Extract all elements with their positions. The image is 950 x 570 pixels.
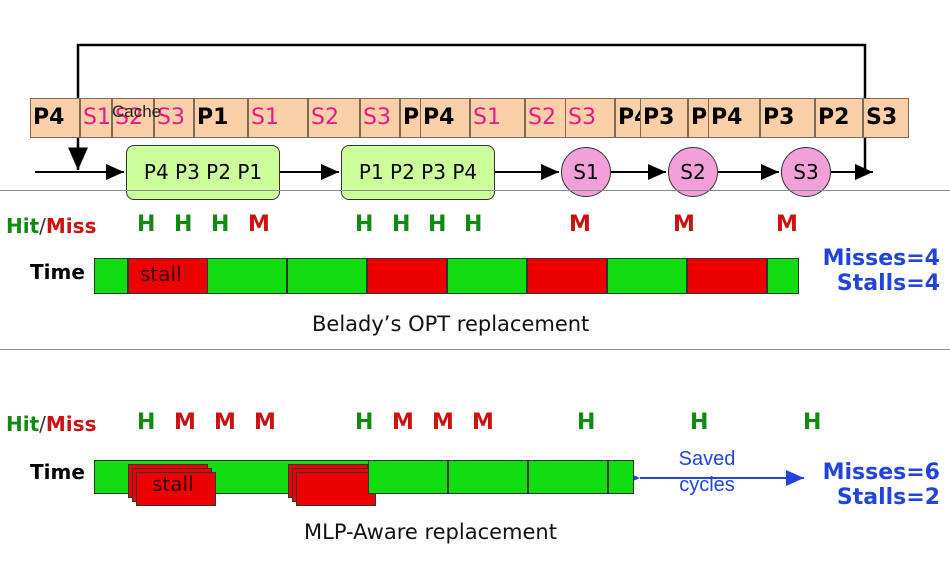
separator-top	[0, 190, 950, 191]
mlp-stall-label: stall	[152, 472, 194, 496]
mlp-segment	[608, 460, 634, 494]
opt-letter: M	[776, 212, 798, 237]
opt-segment	[287, 258, 367, 294]
mlp-stalls: Stalls=2	[836, 485, 940, 510]
mlp-hitmiss-header: Hit/Miss	[6, 412, 96, 436]
mlp-segment	[296, 472, 376, 506]
opt-segment	[447, 258, 527, 294]
opt-misses: Misses=4	[822, 246, 940, 271]
mlp-caption: MLP-Aware replacement	[304, 520, 557, 544]
opt-slash: /	[39, 214, 46, 238]
opt-caption: Belady’s OPT replacement	[312, 312, 590, 336]
cache-cell: P3	[640, 98, 688, 138]
mlp-letter: M	[432, 410, 454, 435]
opt-segment	[367, 258, 447, 294]
mlp-segment	[448, 460, 528, 494]
opt-segment	[94, 258, 128, 294]
mlp-slash: /	[39, 412, 46, 436]
opt-segment	[767, 258, 799, 294]
mlp-letter: H	[355, 410, 374, 435]
mlp-miss-label: Miss	[45, 412, 97, 436]
mlp-letter: M	[174, 410, 196, 435]
saved-cycles-label: Saved cycles	[662, 446, 752, 498]
state-box-1: P4 P3 P2 P1	[126, 145, 280, 200]
opt-stall-label: stall	[140, 262, 182, 286]
state-circle-s2: S2	[668, 147, 718, 197]
mlp-letter: M	[254, 410, 276, 435]
mlp-letter: H	[690, 410, 709, 435]
mlp-letter: H	[137, 410, 156, 435]
opt-hit-label: Hit	[6, 214, 40, 238]
mlp-segment	[368, 460, 448, 494]
mlp-letter: M	[392, 410, 414, 435]
mlp-hit-label: Hit	[6, 412, 40, 436]
mlp-letter: H	[577, 410, 596, 435]
saved-line-1: Saved	[678, 448, 736, 470]
opt-segment	[687, 258, 767, 294]
opt-letter: H	[174, 212, 193, 237]
separator-middle	[0, 349, 950, 350]
mlp-letter: M	[214, 410, 236, 435]
opt-time-label: Time	[30, 260, 85, 284]
state-circle-s3: S3	[781, 147, 831, 197]
cache-cell: P4	[30, 98, 80, 138]
cache-cell: P2	[815, 98, 863, 138]
cache-cell: P1	[194, 98, 248, 138]
mlp-letter: M	[472, 410, 494, 435]
opt-letter: H	[428, 212, 447, 237]
mlp-stats: Misses=6 Stalls=2	[790, 460, 940, 510]
mlp-segment	[528, 460, 608, 494]
cache-cell: S3	[154, 98, 194, 138]
cache-cell: S1	[80, 98, 112, 138]
opt-stalls: Stalls=4	[836, 271, 940, 296]
cache-cell: P3	[760, 98, 815, 138]
mlp-time-label: Time	[30, 460, 85, 484]
opt-letter: H	[392, 212, 411, 237]
opt-letter: H	[464, 212, 483, 237]
cache-cell: S3	[863, 98, 909, 138]
saved-line-2: cycles	[679, 474, 735, 496]
opt-stats: Misses=4 Stalls=4	[790, 246, 940, 296]
opt-letter: M	[248, 212, 270, 237]
opt-letter: H	[355, 212, 374, 237]
mlp-misses: Misses=6	[822, 460, 940, 485]
cache-cell: S2	[308, 98, 360, 138]
opt-letter: H	[137, 212, 156, 237]
opt-letter: H	[211, 212, 230, 237]
cache-cell: S3	[360, 98, 400, 138]
cache-cell: P4	[708, 98, 760, 138]
cache-cell: S1	[248, 98, 308, 138]
opt-segment	[128, 258, 208, 294]
cache-cell: S3	[565, 98, 615, 138]
cache-label: Cache	[112, 102, 162, 121]
opt-segment	[207, 258, 287, 294]
opt-hitmiss-header: Hit/Miss	[6, 214, 96, 238]
opt-letter: M	[673, 212, 695, 237]
cache-cell: S2	[112, 98, 154, 138]
state-circle-s1: S1	[561, 147, 611, 197]
opt-segment	[607, 258, 687, 294]
state-box-2: P1 P2 P3 P4	[341, 145, 495, 200]
cache-cell: P4	[420, 98, 470, 138]
mlp-letter: H	[803, 410, 822, 435]
opt-letter: M	[569, 212, 591, 237]
mlp-segment	[136, 472, 216, 506]
opt-segment	[527, 258, 607, 294]
cache-cell: S1	[470, 98, 525, 138]
opt-miss-label: Miss	[45, 214, 97, 238]
